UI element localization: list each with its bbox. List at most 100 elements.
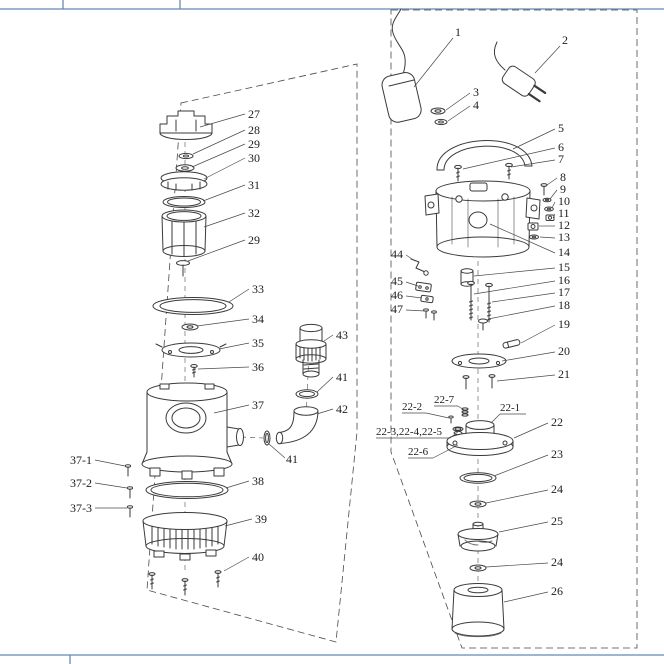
callout-42: 42: [336, 402, 348, 416]
callout-27: 27: [248, 107, 260, 121]
callout-25: 25: [551, 514, 563, 528]
part-24b-washer: [469, 564, 487, 572]
callout-22-2: 22-2: [402, 401, 422, 413]
callout-19: 19: [558, 317, 570, 331]
part-20-plate: [451, 353, 507, 369]
callout-9: 9: [560, 182, 566, 196]
callout-35: 35: [252, 336, 264, 350]
part-7-screw: [505, 162, 513, 180]
callout-44: 44: [391, 247, 403, 261]
part-19-pin: [502, 339, 521, 349]
part-43: [295, 323, 327, 378]
part-41b: [263, 430, 271, 446]
callout-24b: 24: [551, 555, 563, 569]
callout-22-7: 22-7: [434, 394, 455, 406]
callout-23: 23: [551, 447, 563, 461]
part-30: [160, 171, 208, 191]
callout-labels: 27 28 29 30 31 32 29 33 34 35 36 37 38 3…: [70, 25, 570, 598]
part-39: [142, 512, 228, 561]
part-32: [161, 209, 207, 257]
part-23-oring: [459, 472, 497, 484]
callout-37: 37: [252, 398, 264, 412]
callout-5: 5: [558, 121, 564, 135]
part-31: [162, 196, 206, 208]
part-2-plug: [493, 41, 547, 103]
callout-30: 30: [248, 151, 260, 165]
part-28: [178, 152, 194, 160]
part-38: [145, 481, 229, 499]
part-44-clip: [410, 258, 429, 276]
part-8: [540, 183, 548, 196]
part-11: [545, 214, 555, 221]
callout-22: 22: [551, 415, 563, 429]
callout-1: 1: [455, 25, 461, 39]
callout-7: 7: [558, 152, 564, 166]
axis-lines: [184, 142, 479, 636]
callout-46: 46: [391, 288, 403, 302]
right-assembly-boundary: [390, 9, 638, 649]
part-1-float-switch: [381, 8, 422, 123]
part-34: [181, 323, 199, 331]
callout-14: 14: [558, 245, 570, 259]
callout-40: 40: [252, 550, 264, 564]
callout-39: 39: [255, 512, 267, 526]
callout-13: 13: [558, 230, 570, 244]
left-assembly-boundary: [146, 63, 358, 643]
callout-41a: 41: [336, 370, 348, 384]
part-12: [527, 222, 539, 231]
callout-29b: 29: [248, 233, 260, 247]
callout-8: 8: [560, 170, 566, 184]
callout-36: 36: [252, 360, 264, 374]
part-3: [430, 107, 446, 115]
part-26-pump-base: [451, 583, 505, 638]
part-18: [478, 318, 488, 331]
part-45: [415, 281, 432, 293]
part-9: [542, 197, 552, 203]
part-21-screws: [462, 374, 496, 390]
assembly-boundaries: [146, 9, 638, 649]
callout-20: 20: [558, 344, 570, 358]
part-27: [159, 110, 213, 140]
callout-37-2: 37-2: [70, 476, 92, 490]
callout-45: 45: [391, 274, 403, 288]
callout-26: 26: [551, 584, 563, 598]
callout-21: 21: [558, 367, 570, 381]
callout-47: 47: [391, 302, 403, 316]
part-41a: [295, 389, 319, 399]
callout-11: 11: [558, 206, 570, 220]
callout-34: 34: [252, 312, 264, 326]
callout-22-6: 22-6: [408, 446, 429, 458]
part-22-seal-assembly: [446, 407, 514, 456]
callout-10: 10: [558, 194, 570, 208]
part-37: [141, 382, 244, 480]
callout-43: 43: [336, 328, 348, 342]
callout-16: 16: [558, 273, 570, 287]
callout-24a: 24: [551, 482, 563, 496]
part-47-screws: [423, 308, 437, 321]
callout-28: 28: [248, 123, 260, 137]
artwork: [124, 8, 555, 638]
callout-22-1: 22-1: [500, 402, 520, 414]
callout-17: 17: [558, 285, 570, 299]
callout-6: 6: [558, 140, 564, 154]
part-6-screw: [454, 164, 462, 182]
part-46: [420, 294, 434, 304]
callout-18: 18: [558, 298, 570, 312]
part-35: [155, 342, 227, 358]
callout-37-3: 37-3: [70, 501, 92, 515]
part-13: [528, 234, 540, 240]
callout-29a: 29: [248, 137, 260, 151]
part-42: [275, 406, 319, 445]
callout-12: 12: [558, 218, 570, 232]
part-10: [544, 206, 554, 212]
callout-32: 32: [248, 206, 260, 220]
part-4: [434, 118, 448, 126]
part-5-handle: [436, 140, 533, 171]
callout-3: 3: [473, 85, 479, 99]
callout-37-1: 37-1: [70, 453, 92, 467]
part-40-screws: [148, 570, 222, 596]
leader-lines: [94, 37, 561, 603]
